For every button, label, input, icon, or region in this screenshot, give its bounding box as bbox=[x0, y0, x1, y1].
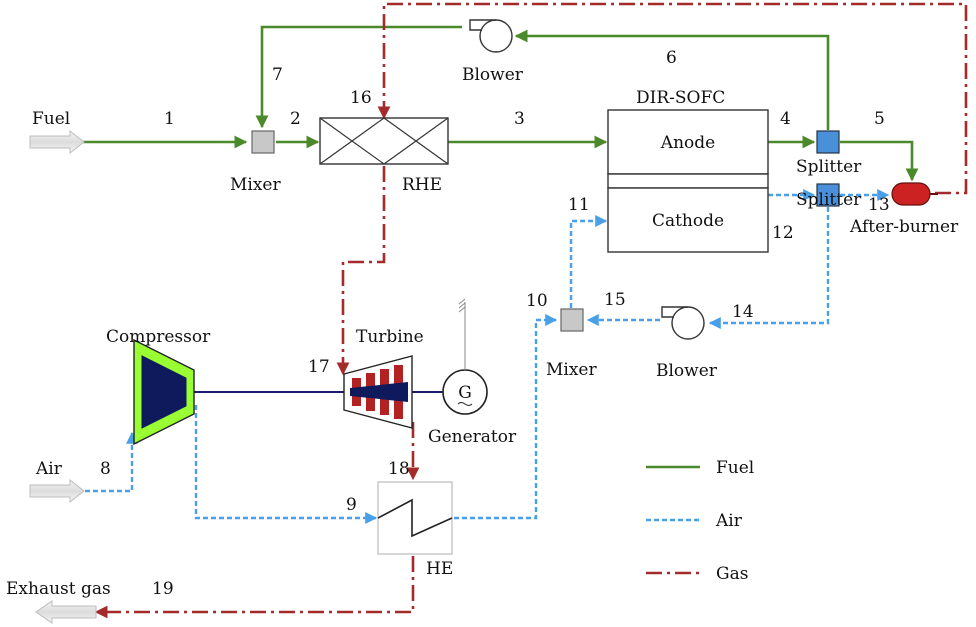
state-point-9: 9 bbox=[346, 495, 357, 515]
air-lines bbox=[85, 189, 890, 524]
legend-gas-label: Gas bbox=[716, 564, 748, 584]
gas-stream-19 bbox=[94, 556, 415, 619]
state-point-19: 19 bbox=[152, 579, 174, 599]
fuel-lines bbox=[80, 25, 919, 182]
after-burner bbox=[891, 182, 938, 206]
splitter-bottom bbox=[816, 183, 840, 207]
state-point-5: 5 bbox=[874, 109, 885, 129]
state-point-10: 10 bbox=[526, 291, 548, 311]
exhaust-outlet-arrow bbox=[35, 600, 97, 624]
antenna-icon bbox=[458, 298, 466, 370]
splitter-bottom-label: Splitter bbox=[796, 190, 862, 210]
gas-lines bbox=[94, 2, 968, 619]
mixer-top bbox=[251, 130, 275, 154]
air-inlet-label: Air bbox=[35, 459, 63, 479]
sofc-title: DIR-SOFC bbox=[636, 88, 725, 108]
generator: G bbox=[442, 369, 488, 415]
legend-fuel-label: Fuel bbox=[716, 458, 754, 478]
generator-label: Generator bbox=[428, 427, 517, 447]
rhe-label: RHE bbox=[402, 175, 442, 195]
fuel-inlet-label: Fuel bbox=[32, 109, 70, 129]
state-point-7: 7 bbox=[272, 65, 283, 85]
rhe-heat-exchanger bbox=[319, 117, 449, 165]
state-point-12: 12 bbox=[772, 223, 794, 243]
anode-label: Anode bbox=[660, 133, 715, 153]
state-point-1: 1 bbox=[164, 109, 175, 129]
state-point-4: 4 bbox=[780, 109, 791, 129]
fuel-stream-5 bbox=[840, 140, 919, 182]
state-point-18: 18 bbox=[388, 459, 410, 479]
air-stream-9b bbox=[454, 314, 558, 520]
gas-stream-rhe-out bbox=[336, 166, 386, 376]
air-inlet-arrow bbox=[29, 478, 85, 504]
state-point-2: 2 bbox=[290, 109, 301, 129]
state-point-8: 8 bbox=[100, 459, 111, 479]
after-burner-label: After-burner bbox=[849, 217, 959, 237]
state-point-11: 11 bbox=[568, 195, 590, 215]
he-label: HE bbox=[426, 559, 453, 579]
he-heat-exchanger bbox=[377, 481, 453, 555]
fuel-stream-6 bbox=[514, 29, 830, 130]
compressor bbox=[133, 338, 195, 446]
splitter-top-label: Splitter bbox=[796, 157, 862, 177]
generator-symbol: G bbox=[458, 383, 472, 403]
mixer-bottom-label: Mixer bbox=[546, 360, 597, 380]
state-point-14: 14 bbox=[732, 302, 754, 322]
blower-bottom-label: Blower bbox=[656, 361, 718, 381]
turbine-label: Turbine bbox=[356, 327, 424, 347]
splitter-top bbox=[816, 130, 840, 154]
air-stream-14 bbox=[708, 207, 830, 329]
fuel-inlet-arrow bbox=[29, 129, 85, 155]
state-point-3: 3 bbox=[514, 109, 525, 129]
state-point-15: 15 bbox=[604, 290, 626, 310]
legend: Fuel Air Gas bbox=[646, 458, 754, 584]
air-stream-9 bbox=[194, 405, 378, 524]
state-point-17: 17 bbox=[308, 357, 330, 377]
cathode-label: Cathode bbox=[652, 211, 724, 231]
blower-top-label: Blower bbox=[462, 65, 524, 85]
state-point-6: 6 bbox=[666, 48, 677, 68]
exhaust-label: Exhaust gas bbox=[6, 579, 111, 599]
state-point-16: 16 bbox=[350, 88, 372, 108]
dir-sofc bbox=[607, 109, 769, 253]
blower-top bbox=[469, 19, 513, 53]
compressor-label: Compressor bbox=[106, 327, 211, 347]
turbine bbox=[343, 355, 413, 429]
legend-air-label: Air bbox=[715, 511, 743, 531]
air-stream-11 bbox=[569, 215, 608, 308]
mixer-bottom bbox=[560, 308, 584, 332]
state-point-13: 13 bbox=[868, 195, 890, 215]
mixer-top-label: Mixer bbox=[230, 175, 281, 195]
fuel-stream-7 bbox=[255, 25, 462, 129]
blower-bottom bbox=[661, 306, 705, 340]
